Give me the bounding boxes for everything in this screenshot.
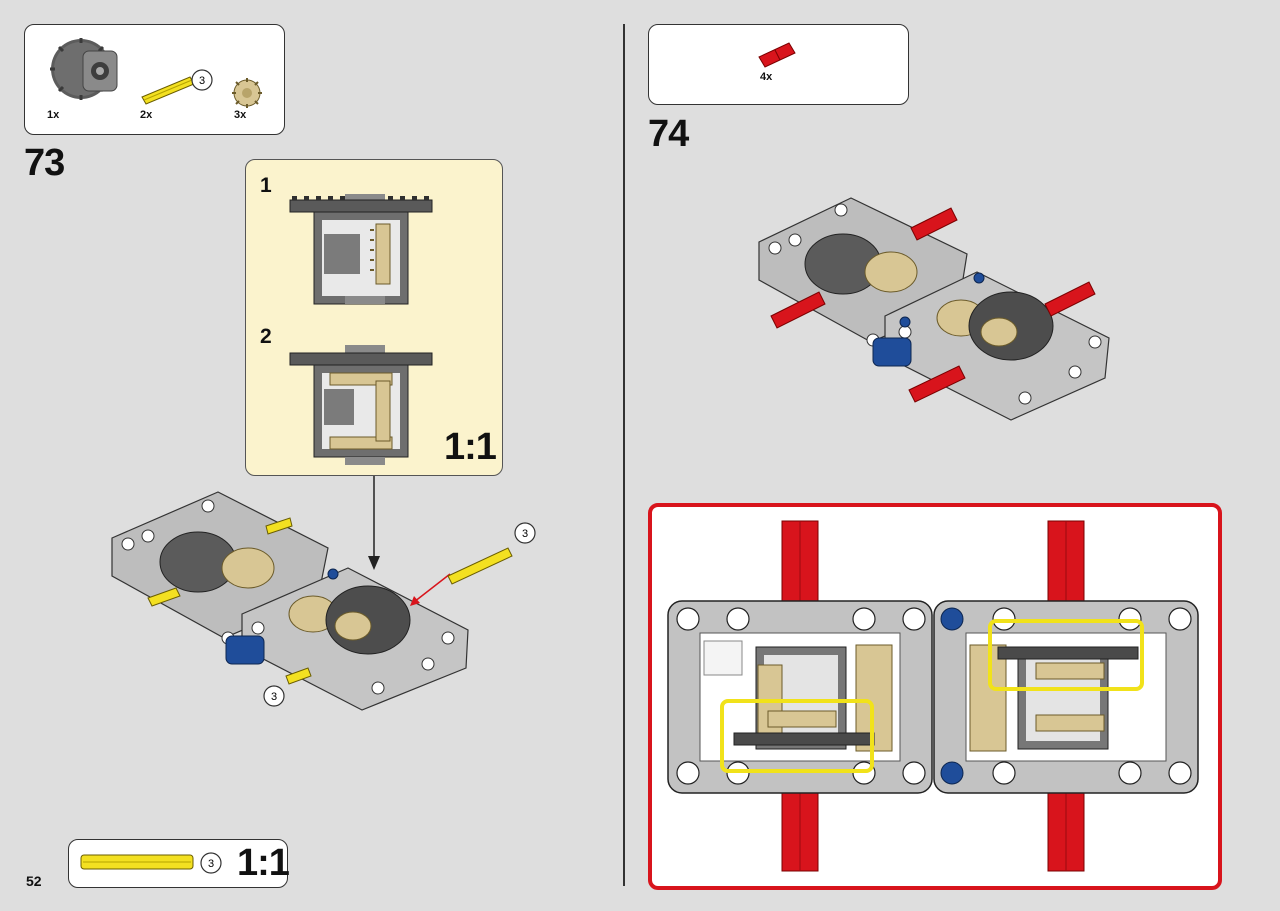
subassembly-scale: 1:1 [444,426,497,468]
insert-arrow [368,476,380,570]
bevel-gear-icon [232,78,262,108]
part-qty-differential: 1x [47,109,60,121]
scale-ref-label: 1:1 [237,842,290,884]
page-number: 52 [26,873,42,889]
scale-length-text: 3 [208,858,214,870]
axle-length-text: 3 [199,75,205,87]
insert-axle-arrow [410,573,451,606]
step-number-74: 74 [648,113,689,155]
differential-gear-icon [50,38,118,100]
parts-callout-step-73: 1x 3 2x 3x [24,24,285,135]
axle-callout-badge-bottom: 3 [263,685,285,707]
yellow-axle-scale-icon [80,854,194,870]
top-view-drawing [667,520,1199,872]
red-connector-icon [758,42,796,68]
step-number-73: 73 [24,142,65,184]
differential-housing-drawing-1 [289,194,433,305]
substep-label-1: 1 [260,174,272,197]
axle-length-badge: 3 [191,69,213,91]
axle-callout-badge-top: 3 [514,522,536,544]
frame-assembly-step-74 [758,197,1110,421]
part-qty-bevel-gear: 3x [234,109,247,121]
axle-callout-text-bottom: 3 [271,691,277,703]
subassembly-callout: 1 2 1:1 [245,159,503,476]
axle-callout-text-top: 3 [522,528,528,540]
part-qty-red-connector: 4x [760,71,773,83]
differential-housing-drawing-2 [289,345,433,465]
scale-length-badge: 3 [200,852,222,874]
part-qty-axle: 2x [140,109,153,121]
page-divider [623,24,625,886]
parts-callout-step-74: 4x [648,24,909,105]
scale-reference-box: 3 1:1 [68,839,290,888]
substep-label-2: 2 [260,325,272,348]
yellow-axle-insert [447,547,513,585]
